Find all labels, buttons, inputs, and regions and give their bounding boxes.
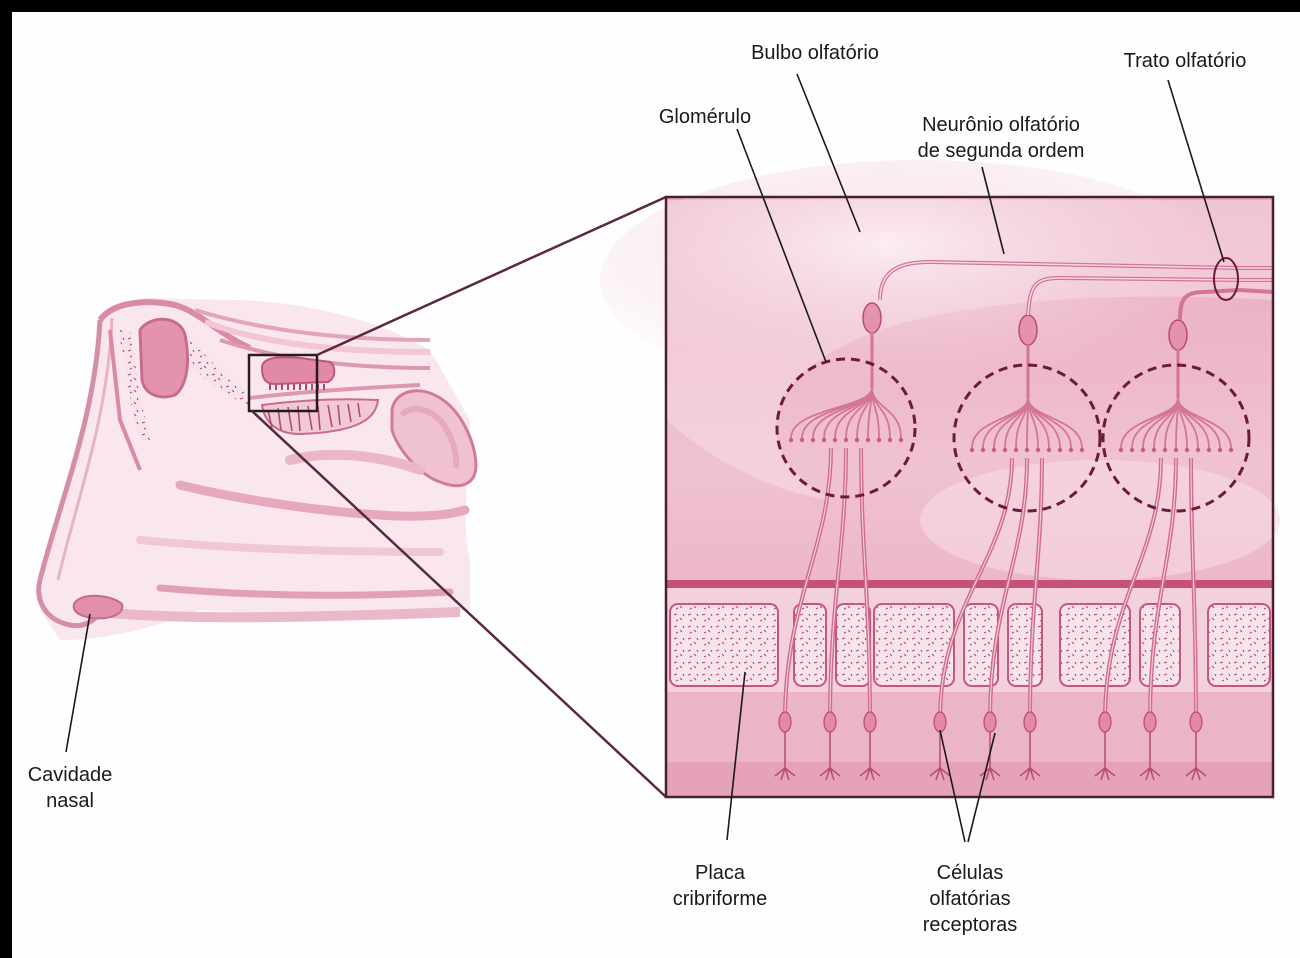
label-celulas-line1: Células xyxy=(900,860,1040,886)
receptor-cell xyxy=(1190,712,1202,732)
receptor-cell xyxy=(864,712,876,732)
receptor-cell xyxy=(984,712,996,732)
receptor-cell xyxy=(1024,712,1036,732)
label-placa-cribriforme: Placa cribriforme xyxy=(650,860,790,912)
receptor-cell xyxy=(934,712,946,732)
label-cavidade-line1: Cavidade xyxy=(10,762,130,788)
mitral-cell xyxy=(863,303,881,333)
label-neuronio-line2: de segunda ordem xyxy=(890,138,1112,164)
receptor-cell xyxy=(1099,712,1111,732)
label-bulbo-olfatorio: Bulbo olfatório xyxy=(710,40,920,66)
cribriform-bone-blocks xyxy=(670,604,1270,686)
label-bulbo-text: Bulbo olfatório xyxy=(710,40,920,66)
bone-block xyxy=(1140,604,1180,686)
label-glomerulo: Glomérulo xyxy=(620,104,790,130)
receptor-cell xyxy=(1144,712,1156,732)
nasal-section-illustration xyxy=(39,298,476,640)
label-cavidade-nasal: Cavidade nasal xyxy=(10,762,130,814)
label-neuronio-segunda-ordem: Neurônio olfatório de segunda ordem xyxy=(890,112,1112,164)
mitral-cell xyxy=(1169,320,1187,350)
label-celulas-receptoras: Células olfatórias receptoras xyxy=(900,860,1040,938)
label-trato-olfatorio: Trato olfatório xyxy=(1085,48,1285,74)
magnified-view xyxy=(600,160,1280,797)
label-neuronio-line1: Neurônio olfatório xyxy=(890,112,1112,138)
mitral-cell xyxy=(1019,315,1037,345)
label-glomerulo-text: Glomérulo xyxy=(620,104,790,130)
bone-block xyxy=(1208,604,1270,686)
bone-block xyxy=(1008,604,1042,686)
label-placa-line2: cribriforme xyxy=(650,886,790,912)
bone-block xyxy=(670,604,778,686)
label-placa-line1: Placa xyxy=(650,860,790,886)
receptor-cell xyxy=(779,712,791,732)
bone-block xyxy=(836,604,870,686)
label-cavidade-line2: nasal xyxy=(10,788,130,814)
label-celulas-line2: olfatórias xyxy=(900,886,1040,912)
label-trato-text: Trato olfatório xyxy=(1085,48,1285,74)
label-celulas-line3: receptoras xyxy=(900,912,1040,938)
receptor-cell xyxy=(824,712,836,732)
